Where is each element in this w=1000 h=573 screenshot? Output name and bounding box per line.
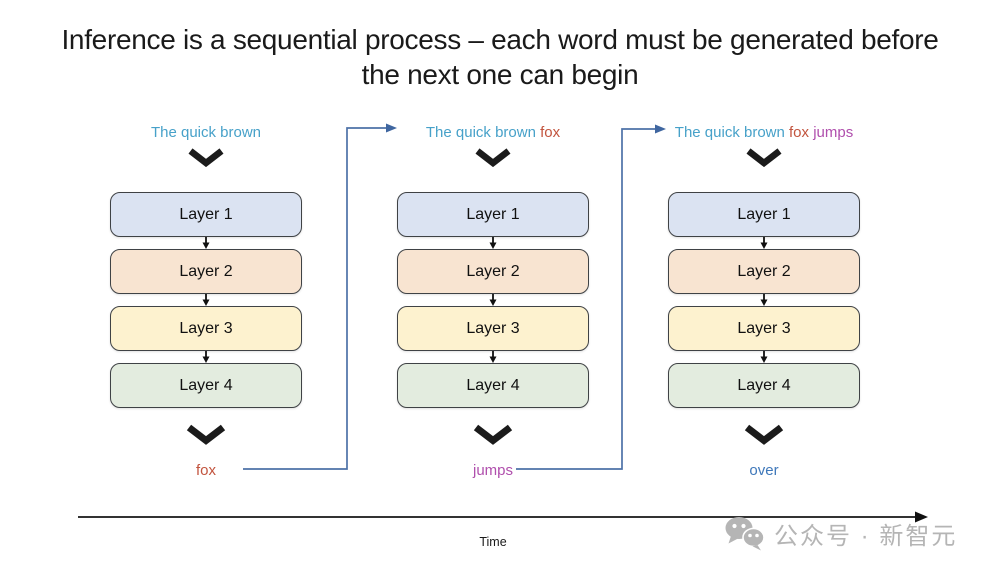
layer-box: Layer 4 xyxy=(668,363,860,408)
prompt-token: jumps xyxy=(809,124,854,141)
chevron-down-icon xyxy=(188,148,224,167)
layer-box: Layer 2 xyxy=(110,249,302,294)
prompt-text: The quick brown fox jumps xyxy=(675,124,853,141)
layer-box: Layer 4 xyxy=(397,363,589,408)
output-word: jumps xyxy=(472,462,513,479)
layer-box: Layer 2 xyxy=(397,249,589,294)
layer-box: Layer 1 xyxy=(397,192,589,237)
wechat-icon xyxy=(725,517,765,551)
arrow-down-icon xyxy=(489,351,497,363)
inference-column-2: The quick brown fox Layer 1 Layer 2 Laye… xyxy=(397,124,589,479)
arrow-down-icon xyxy=(202,237,210,249)
chevron-down-icon xyxy=(186,424,226,445)
layer-box: Layer 1 xyxy=(110,192,302,237)
chevron-down-icon xyxy=(746,148,782,167)
inference-column-3: The quick brown fox jumps Layer 1 Layer … xyxy=(668,124,860,479)
chevron-down-icon xyxy=(744,424,784,445)
slide-title-line2: the next one can begin xyxy=(361,59,639,90)
prompt-token: fox xyxy=(535,124,561,141)
watermark: 公众号 · 新智元 xyxy=(725,515,957,552)
prompt-text: The quick brown fox xyxy=(426,124,560,141)
inference-column-1: The quick brown Layer 1 Layer 2 Layer 3 … xyxy=(110,124,302,479)
prompt-token: The quick brown xyxy=(425,124,536,141)
layer-box: Layer 3 xyxy=(110,306,302,351)
slide-title: Inference is a sequential process – each… xyxy=(0,22,1000,92)
prompt-token: The quick brown xyxy=(674,124,785,141)
layer-box: Layer 2 xyxy=(668,249,860,294)
arrow-down-icon xyxy=(760,351,768,363)
arrow-down-icon xyxy=(760,294,768,306)
layer-box: Layer 1 xyxy=(668,192,860,237)
time-axis-label: Time xyxy=(479,535,507,549)
prompt-text: The quick brown xyxy=(151,124,261,141)
chevron-down-icon xyxy=(473,424,513,445)
output-word: fox xyxy=(195,462,216,479)
arrow-down-icon xyxy=(489,294,497,306)
layer-box: Layer 3 xyxy=(668,306,860,351)
arrow-down-icon xyxy=(202,351,210,363)
watermark-text: 公众号 · 新智元 xyxy=(774,523,958,550)
arrow-down-icon xyxy=(489,237,497,249)
slide-title-line1: Inference is a sequential process – each… xyxy=(61,24,939,55)
layer-box: Layer 3 xyxy=(397,306,589,351)
layer-box: Layer 4 xyxy=(110,363,302,408)
prompt-token: fox xyxy=(784,124,810,141)
arrow-down-icon xyxy=(760,237,768,249)
prompt-token: The quick brown xyxy=(150,124,262,141)
arrow-down-icon xyxy=(202,294,210,306)
chevron-down-icon xyxy=(475,148,511,167)
output-word: over xyxy=(749,462,779,479)
